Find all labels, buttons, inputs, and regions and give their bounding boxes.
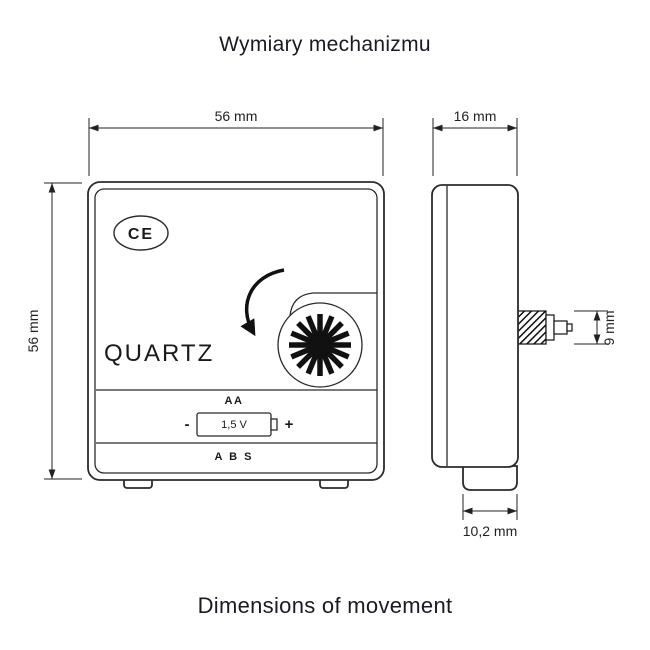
page-title-english: Dimensions of movement (197, 593, 453, 618)
shaft-collar (545, 314, 555, 341)
side-view (431, 184, 573, 491)
case-material-label: A B S (215, 451, 254, 463)
side-bottom-extension (462, 465, 518, 491)
dimension-base-depth: 10,2 mm (462, 494, 518, 539)
hand-shaft (517, 310, 573, 345)
dimension-shaft-height: 9 mm (574, 310, 617, 346)
time-set-knob[interactable] (289, 314, 351, 376)
side-depth-label: 16 mm (454, 108, 497, 124)
ce-mark: CE (113, 215, 169, 251)
base-depth-label: 10,2 mm (463, 523, 517, 539)
dimension-front-width: 56 mm (88, 108, 384, 176)
shaft-threaded-section (517, 310, 547, 345)
shaft-hour-tube (553, 320, 568, 335)
shaft-height-label: 9 mm (601, 311, 617, 346)
knob-pocket (96, 292, 377, 391)
battery-plus-label: + (285, 416, 294, 433)
front-case-outline (87, 181, 385, 481)
battery-minus-label: - (185, 416, 190, 433)
battery-terminal (270, 418, 278, 431)
dimension-side-depth: 16 mm (432, 108, 518, 176)
battery-voltage-label: 1,5 V (221, 419, 247, 431)
brand-label: QUARTZ (104, 340, 214, 367)
battery-compartment: AA - 1,5 V + A B S (96, 395, 377, 463)
front-width-label: 56 mm (215, 108, 258, 124)
page-title-polish: Wymiary mechanizmu (219, 33, 431, 56)
battery-type-label: AA (225, 395, 244, 407)
dimension-front-height: 56 mm (25, 182, 82, 480)
ce-mark-label: CE (128, 226, 154, 243)
knob-recess-circle (277, 302, 363, 388)
front-case-inner-outline (94, 188, 378, 474)
shaft-tip (566, 323, 573, 332)
front-view: CE QUARTZ (87, 181, 385, 489)
side-case-outline (431, 184, 519, 468)
front-height-label: 56 mm (25, 310, 41, 353)
rotation-arrow-icon (240, 268, 285, 337)
